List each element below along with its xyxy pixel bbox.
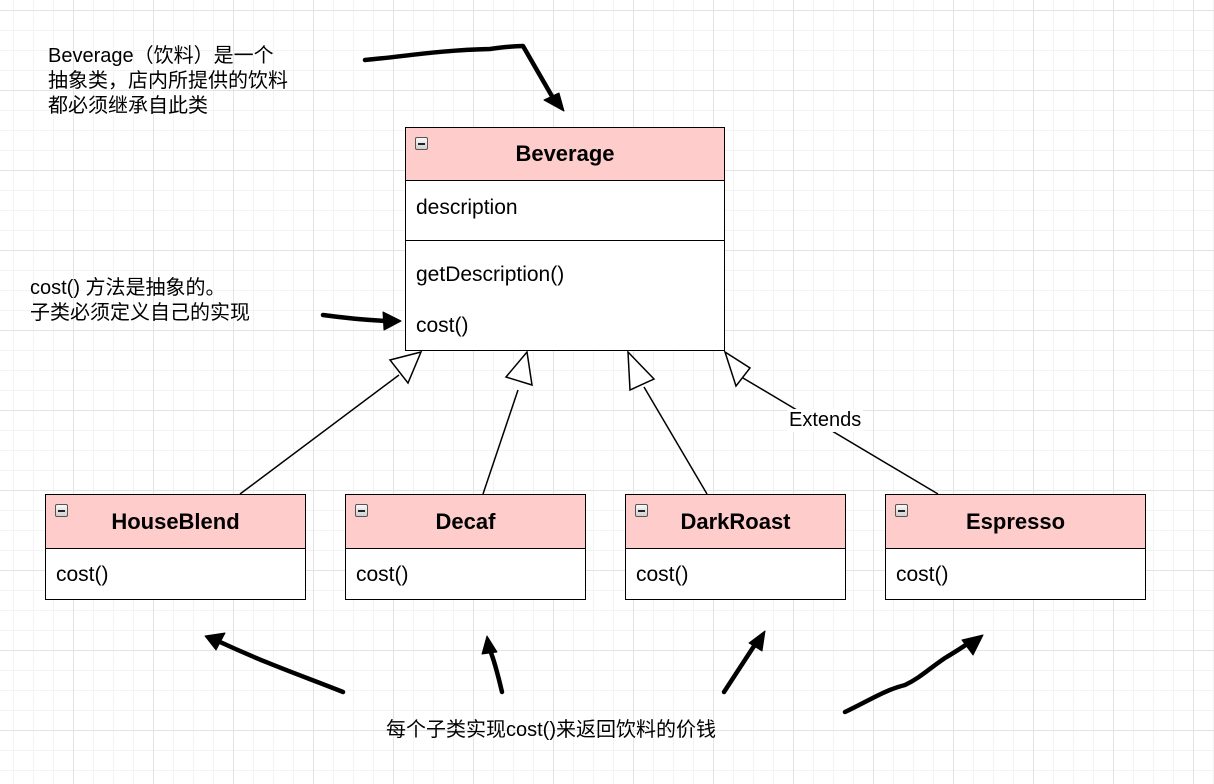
extends-label: Extends	[787, 409, 864, 432]
note-subclass-cost: 每个子类实现cost()来返回饮料的价钱	[386, 719, 716, 741]
inheritance-arrowhead	[723, 350, 752, 388]
edge-espresso-to-beverage	[742, 377, 939, 495]
minus-square-icon[interactable]	[635, 504, 648, 517]
class-beverage[interactable]: Beverage description getDescription() co…	[405, 127, 725, 351]
class-header: Decaf	[346, 495, 585, 549]
note-abstract-method: cost() 方法是抽象的。 子类必须定义自己的实现	[30, 276, 250, 326]
minus-square-icon[interactable]	[55, 504, 68, 517]
note-line: 子类必须定义自己的实现	[30, 302, 250, 324]
method-cost: cost()	[636, 563, 689, 586]
methods-section: cost()	[346, 549, 585, 599]
methods-section: cost()	[46, 549, 305, 599]
hand-arrow-to-cost	[320, 312, 390, 324]
minus-square-icon[interactable]	[895, 504, 908, 517]
hand-arrowhead	[382, 311, 402, 331]
hand-arrow-to-decaf	[487, 647, 505, 695]
edge-houseblend-to-beverage	[239, 374, 400, 495]
inheritance-arrowhead	[504, 350, 533, 387]
minus-square-icon[interactable]	[415, 137, 428, 150]
attributes-section: description	[406, 181, 724, 241]
class-name: Decaf	[435, 509, 496, 534]
hand-arrowhead	[961, 634, 984, 656]
methods-section: cost()	[626, 549, 845, 599]
class-houseblend[interactable]: HouseBlend cost()	[45, 494, 306, 600]
method-cost: cost()	[416, 314, 469, 337]
class-header: HouseBlend	[46, 495, 305, 549]
class-name: DarkRoast	[680, 509, 791, 534]
class-espresso[interactable]: Espresso cost()	[885, 494, 1146, 600]
methods-section: cost()	[886, 549, 1145, 599]
class-header: DarkRoast	[626, 495, 845, 549]
attribute-description: description	[416, 196, 518, 219]
edge-decaf-to-beverage	[482, 389, 519, 495]
note-line: 抽象类，店内所提供的饮料	[48, 70, 288, 92]
note-line: 都必须继承自此类	[48, 95, 208, 117]
method-cost: cost()	[56, 563, 109, 586]
note-abstract-class: Beverage（饮料）是一个 抽象类，店内所提供的饮料 都必须继承自此类	[48, 44, 288, 119]
class-name: Espresso	[965, 509, 1066, 534]
hand-arrow-to-espresso	[842, 639, 973, 715]
hand-arrowhead	[204, 632, 226, 651]
method-cost: cost()	[356, 563, 409, 586]
methods-section: getDescription() cost()	[406, 241, 724, 349]
method-cost: cost()	[896, 563, 949, 586]
hand-arrow-to-beverage	[362, 43, 556, 101]
edge-darkroast-to-beverage	[643, 386, 708, 495]
hand-arrow-to-darkroast	[721, 640, 759, 695]
hand-arrowhead	[543, 92, 565, 112]
inheritance-arrowhead	[388, 350, 423, 385]
class-header: Beverage	[406, 128, 724, 181]
hand-arrow-to-houseblend	[217, 639, 346, 695]
class-decaf[interactable]: Decaf cost()	[345, 494, 586, 600]
class-name: HouseBlend	[111, 509, 240, 534]
inheritance-arrowhead	[627, 350, 656, 392]
note-line: Beverage（饮料）是一个	[48, 45, 274, 67]
method-get-description: getDescription()	[416, 263, 565, 286]
hand-arrowhead	[481, 635, 498, 655]
minus-square-icon[interactable]	[355, 504, 368, 517]
class-name: Beverage	[515, 141, 615, 166]
note-line: cost() 方法是抽象的。	[30, 277, 226, 299]
class-header: Espresso	[886, 495, 1145, 549]
hand-arrowhead	[748, 630, 766, 652]
class-darkroast[interactable]: DarkRoast cost()	[625, 494, 846, 600]
